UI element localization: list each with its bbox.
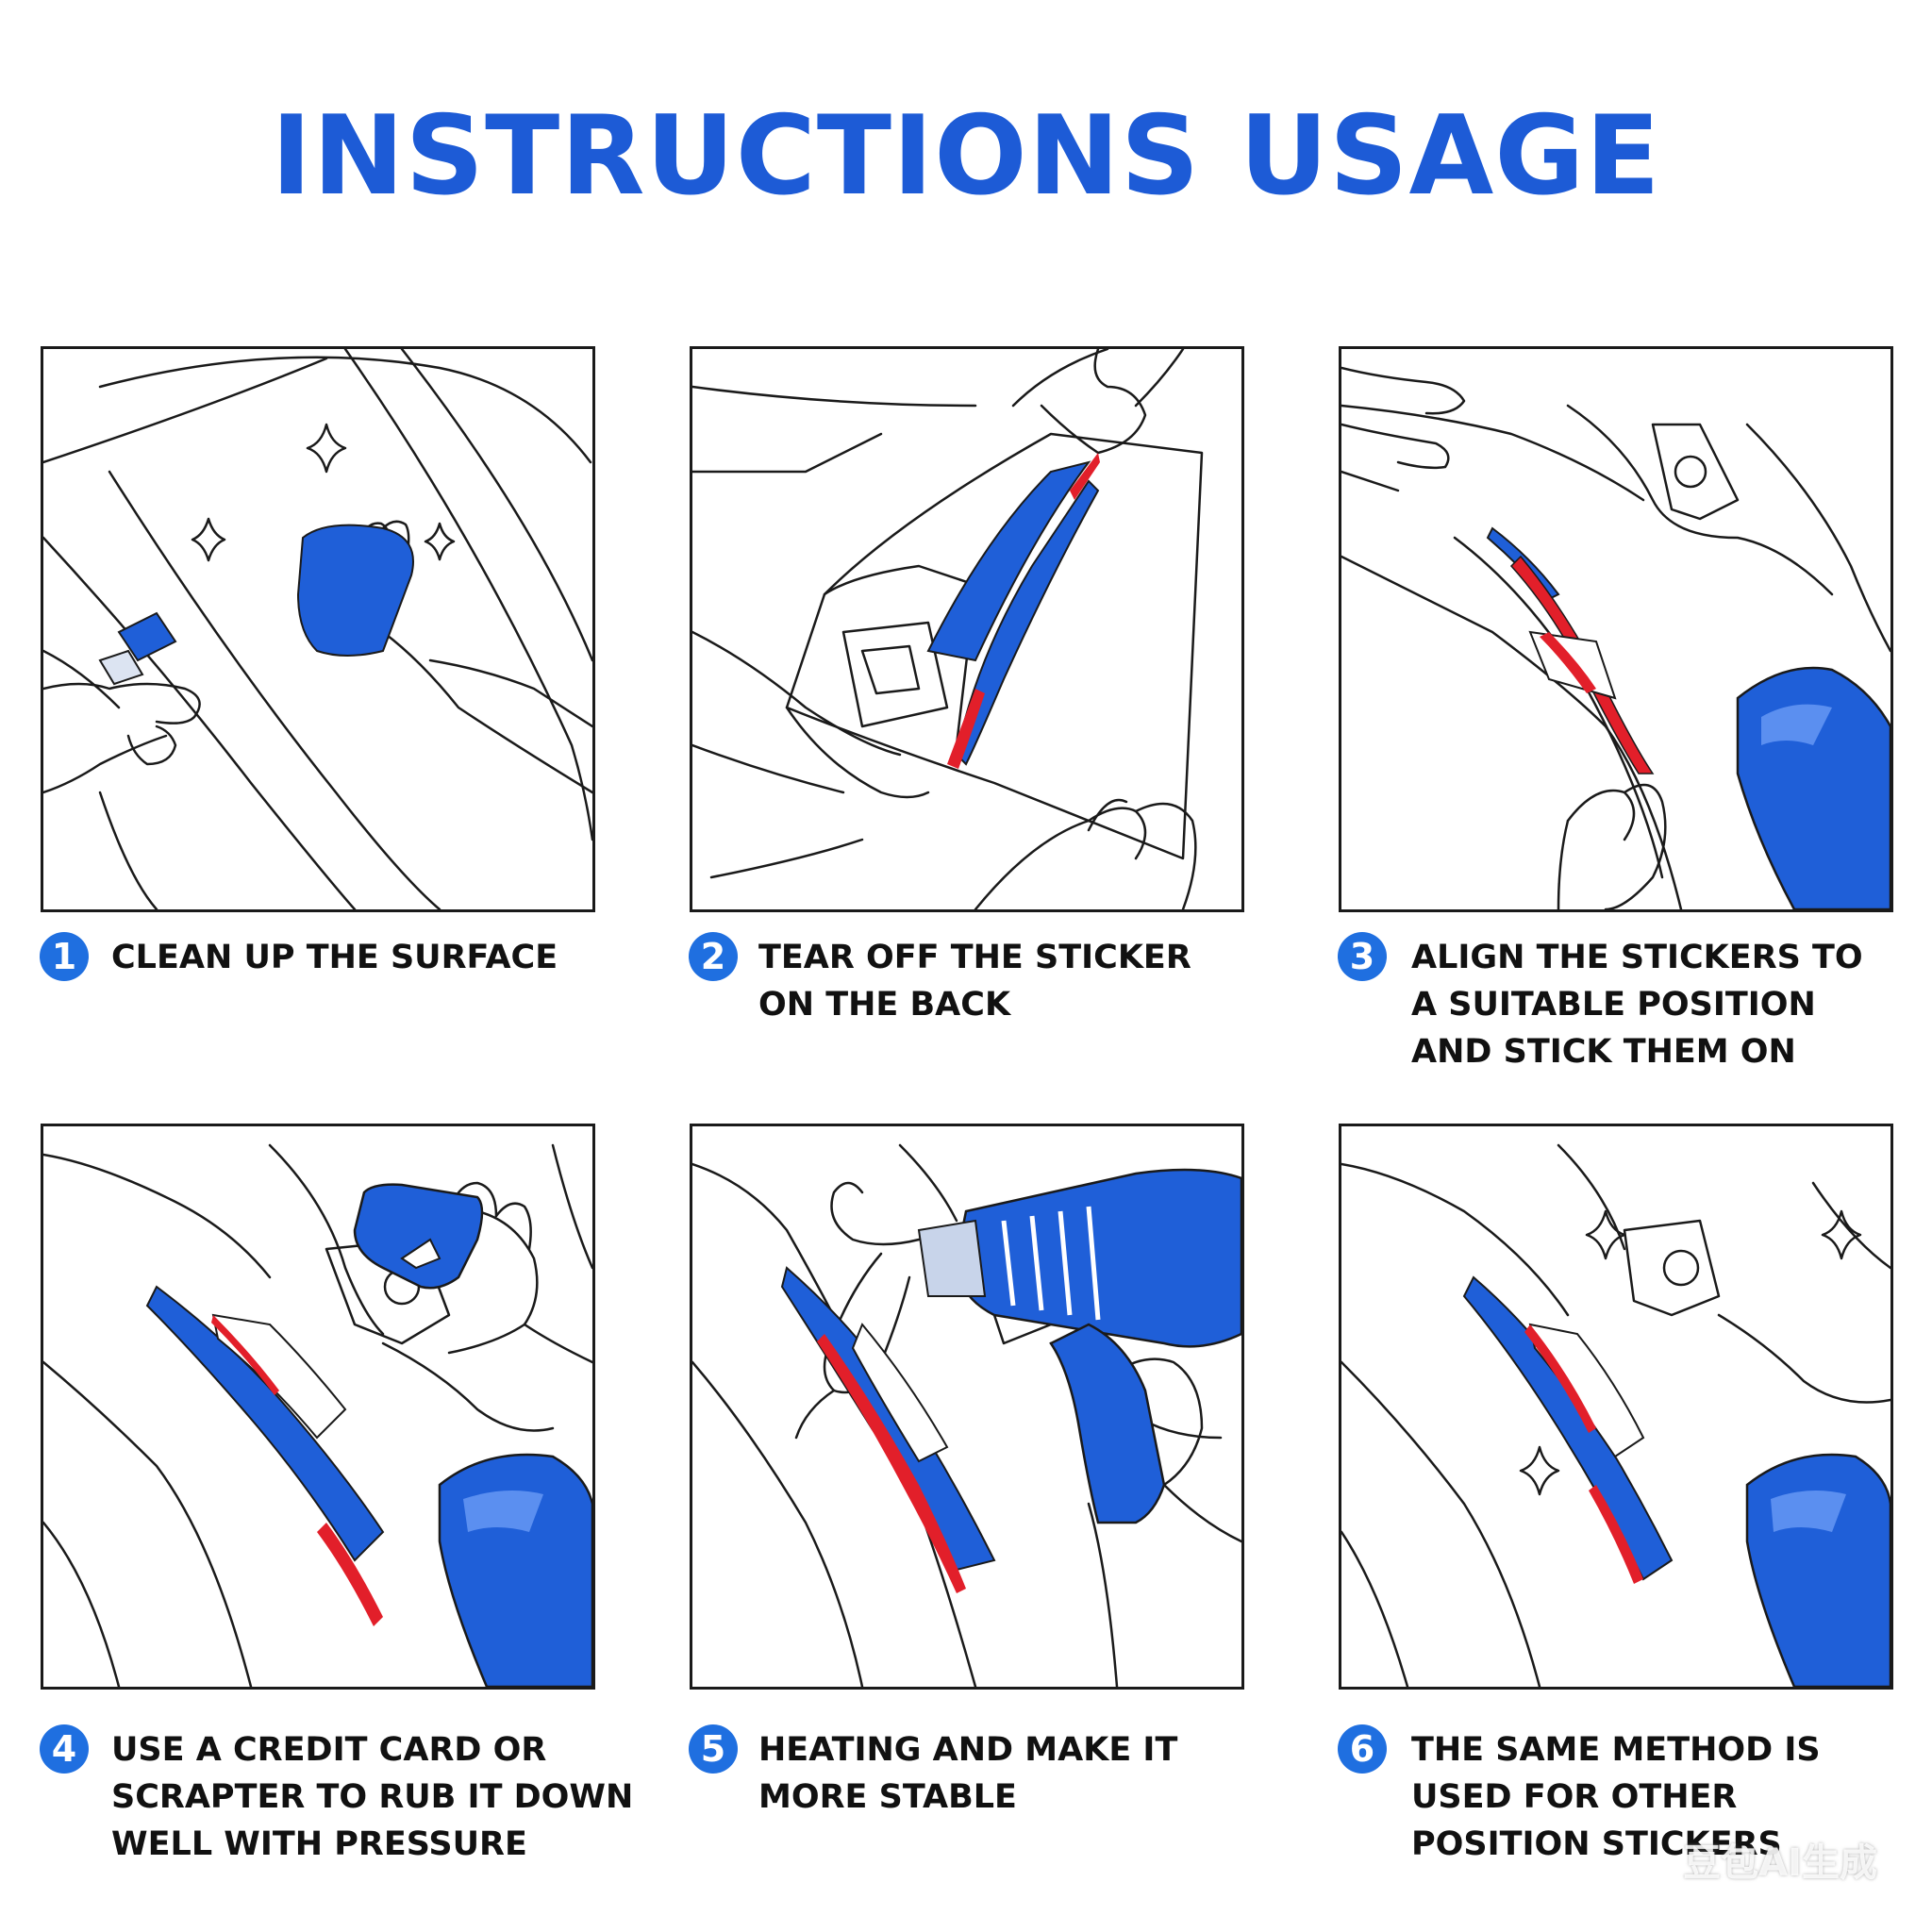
- step-3-illustration: [1339, 346, 1893, 912]
- step-3-drawing: [1341, 366, 1890, 909]
- watermark: 豆包AI生成: [1683, 1841, 1877, 1885]
- step-1-caption: CLEAN UP THE SURFACE: [111, 939, 558, 976]
- step-1-drawing: [43, 349, 592, 909]
- step-6-caption: THE SAME METHOD IS USED FOR OTHER POSITI…: [1411, 1731, 1821, 1863]
- step-5-drawing: [692, 1143, 1241, 1687]
- step-6-badge: 6: [1338, 1724, 1387, 1774]
- step-1-illustration: [41, 346, 595, 912]
- step-3-badge: 3: [1338, 932, 1387, 981]
- step-2-caption: TEAR OFF THE STICKER ON THE BACK: [758, 939, 1191, 1024]
- step-2-badge: 2: [689, 932, 738, 981]
- page-title: INSTRUCTIONS USAGE: [271, 92, 1661, 220]
- step-4-badge: 4: [40, 1724, 89, 1774]
- step-5-illustration: [690, 1124, 1244, 1690]
- step-3-caption: ALIGN THE STICKERS TO A SUITABLE POSITIO…: [1411, 939, 1863, 1071]
- step-4-drawing: [43, 1143, 592, 1687]
- step-1-badge: 1: [40, 932, 89, 981]
- step-5-caption: HEATING AND MAKE IT MORE STABLE: [758, 1731, 1178, 1816]
- step-4-illustration: [41, 1124, 595, 1690]
- step-6-illustration: [1339, 1124, 1893, 1690]
- step-5-badge: 5: [689, 1724, 738, 1774]
- step-2-drawing: [692, 349, 1204, 909]
- step-4-caption: USE A CREDIT CARD OR SCRAPTER TO RUB IT …: [111, 1731, 634, 1863]
- step-2-illustration: [690, 346, 1244, 912]
- step-6-drawing: [1341, 1143, 1890, 1687]
